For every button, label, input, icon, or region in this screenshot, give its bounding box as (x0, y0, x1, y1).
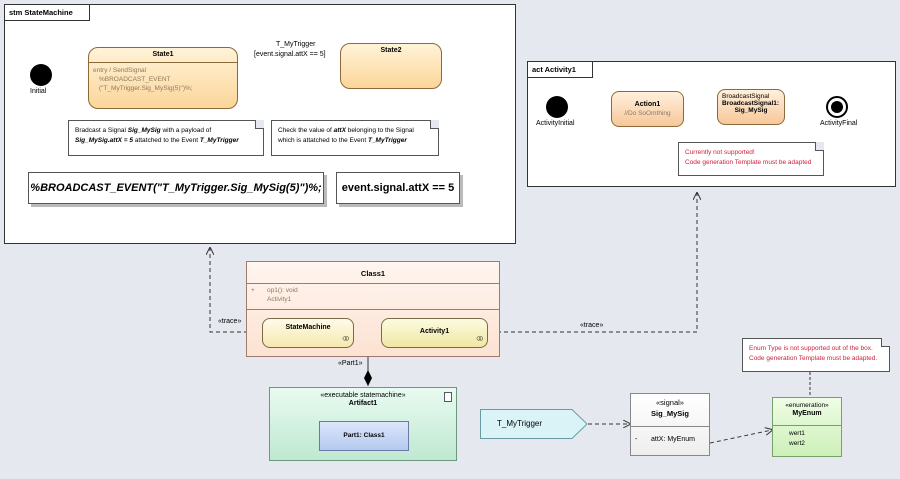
note-activity-unsupported[interactable]: Currently not supported! Code generation… (678, 142, 824, 176)
note1-l1-pre: Bradcast a Signal (75, 127, 128, 134)
signal-attr[interactable]: attX: MyEnum (651, 436, 695, 443)
activity-final-node[interactable] (826, 96, 848, 118)
state1-title: State1 (152, 51, 174, 58)
enum-myenum[interactable]: «enumeration» MyEnum wert1 wert2 (772, 397, 842, 457)
note1-l2-bold: Sig_MySig.attX = 5 (75, 137, 133, 144)
signal-attr-visibility: - (635, 436, 638, 443)
broadcast-line1: BroadcastSignal (722, 93, 770, 100)
class1-divider (247, 283, 499, 284)
note1-l1-post: with a payload of (160, 127, 212, 134)
broadcast-code-text: %BROADCAST_EVENT("T_MyTrigger.Sig_MySig(… (30, 182, 322, 194)
initial-label: Initial (30, 88, 47, 95)
enum-divider (773, 425, 841, 426)
activity-note-line1: Currently not supported! (685, 149, 755, 156)
activity-initial-node[interactable] (546, 96, 568, 118)
enum-value-1: wert1 (789, 430, 805, 437)
state2[interactable]: State2 (340, 43, 442, 89)
class1-divider2 (247, 309, 499, 310)
trace-right-line (490, 193, 697, 333)
transition-trigger: T_MyTrigger (276, 41, 316, 48)
trace-left-line (210, 248, 262, 333)
activity-final-inner (831, 101, 843, 113)
activity-final-label: ActivityFinal (820, 120, 858, 127)
broadcast-signal-action[interactable]: BroadcastSignal BroadcastSignal1: Sig_My… (717, 89, 785, 125)
class1-op-visibility: + (251, 287, 255, 294)
state1-code-line2: ("T_MyTrigger.Sig_MySig(5)")%; (99, 85, 193, 92)
broadcast-line2: BroadcastSignal1: (722, 100, 780, 107)
artifact-name: Artifact1 (348, 400, 378, 407)
note2-l2-pre: which is attatched to the Event (278, 137, 368, 144)
composition-diamond (364, 370, 372, 386)
enum-note-line2: Code generation Template must be adapted… (749, 355, 878, 362)
state1-divider (89, 62, 237, 63)
enum-stereotype: «enumeration» (785, 402, 829, 409)
signal-name: Sig_MySig (651, 409, 689, 418)
part-activity[interactable]: Activity1 ○○ (381, 318, 488, 348)
class1-title: Class1 (360, 269, 386, 278)
state2-title: State2 (380, 47, 402, 54)
state1[interactable]: State1 entry / SendSignal %BROADCAST_EVE… (88, 47, 238, 109)
state1-entry: entry / SendSignal (93, 67, 147, 74)
note1-l2-bold2: T_MyTrigger (199, 137, 239, 144)
enum-note-line1: Enum Type is not supported out of the bo… (749, 345, 873, 352)
action1-title: Action1 (634, 101, 661, 108)
statemachine-frame-label: stm StateMachine (5, 5, 90, 21)
note-enum-unsupported[interactable]: Enum Type is not supported out of the bo… (742, 338, 890, 372)
signal-enum-line (709, 430, 772, 444)
statemachine-composite-icon: ○○ (342, 333, 350, 343)
activity-frame-label: act Activity1 (528, 62, 593, 78)
broadcast-line3: Sig_MySig (734, 107, 768, 114)
note-broadcast[interactable]: Bradcast a Signal Sig_MySig with a paylo… (68, 120, 264, 156)
state1-code-line1: %BROADCAST_EVENT (99, 76, 171, 83)
note2-l2-bold: T_MyTrigger (367, 137, 407, 144)
activity-composite-icon: ○○ (476, 333, 484, 343)
initial-node[interactable] (30, 64, 52, 86)
note-guard-code[interactable]: event.signal.attX == 5 (336, 172, 460, 204)
part-activity-label: Activity1 (419, 328, 450, 335)
part-statemachine-label: StateMachine (285, 324, 331, 331)
signal-sig-mysig[interactable]: «signal» Sig_MySig - attX: MyEnum (630, 393, 710, 456)
trigger-shape[interactable] (480, 409, 588, 439)
note2-l1-pre: Check the value of (278, 127, 334, 134)
note1-l1-bold: Sig_MySig (127, 127, 161, 134)
artifact-part[interactable]: Part1: Class1 (319, 421, 409, 451)
action1-comment: //Do SoOmthing (624, 110, 671, 117)
part-statemachine[interactable]: StateMachine ○○ (262, 318, 354, 348)
note-broadcast-code[interactable]: %BROADCAST_EVENT("T_MyTrigger.Sig_MySig(… (28, 172, 324, 204)
signal-divider (631, 426, 709, 427)
artifact-stereotype: «executable statemachine» (320, 392, 406, 399)
note2-l1-bold: attX (333, 127, 346, 134)
part1-label: «Part1» (338, 360, 363, 367)
enum-name: MyEnum (792, 410, 822, 417)
trigger-label: T_MyTrigger (497, 419, 543, 428)
note1-l2-mid: attatched to the Event (132, 137, 200, 144)
enum-value-2: wert2 (789, 440, 805, 447)
activity-initial-label: ActivityInitial (536, 120, 575, 127)
activity-note-line2: Code generation Template must be adapted (685, 159, 812, 166)
note-check-value[interactable]: Check the value of attX belonging to the… (271, 120, 439, 156)
trace-left-label: «trace» (218, 318, 242, 325)
artifact-document-icon (444, 392, 452, 402)
note2-l1-post: belonging to the Signal (345, 127, 414, 134)
artifact-part-label: Part1: Class1 (343, 432, 385, 439)
action1[interactable]: Action1 //Do SoOmthing (611, 91, 684, 127)
signal-stereotype: «signal» (656, 398, 684, 407)
artifact1[interactable]: «executable statemachine» Artifact1 Part… (269, 387, 457, 461)
class1-op-sub: Activity1 (267, 296, 292, 303)
guard-code-text: event.signal.attX == 5 (341, 182, 455, 194)
class1-op[interactable]: op1(): void (267, 287, 298, 294)
transition-guard: [event.signal.attX == 5] (254, 51, 326, 58)
trace-right-label: «trace» (580, 322, 604, 329)
